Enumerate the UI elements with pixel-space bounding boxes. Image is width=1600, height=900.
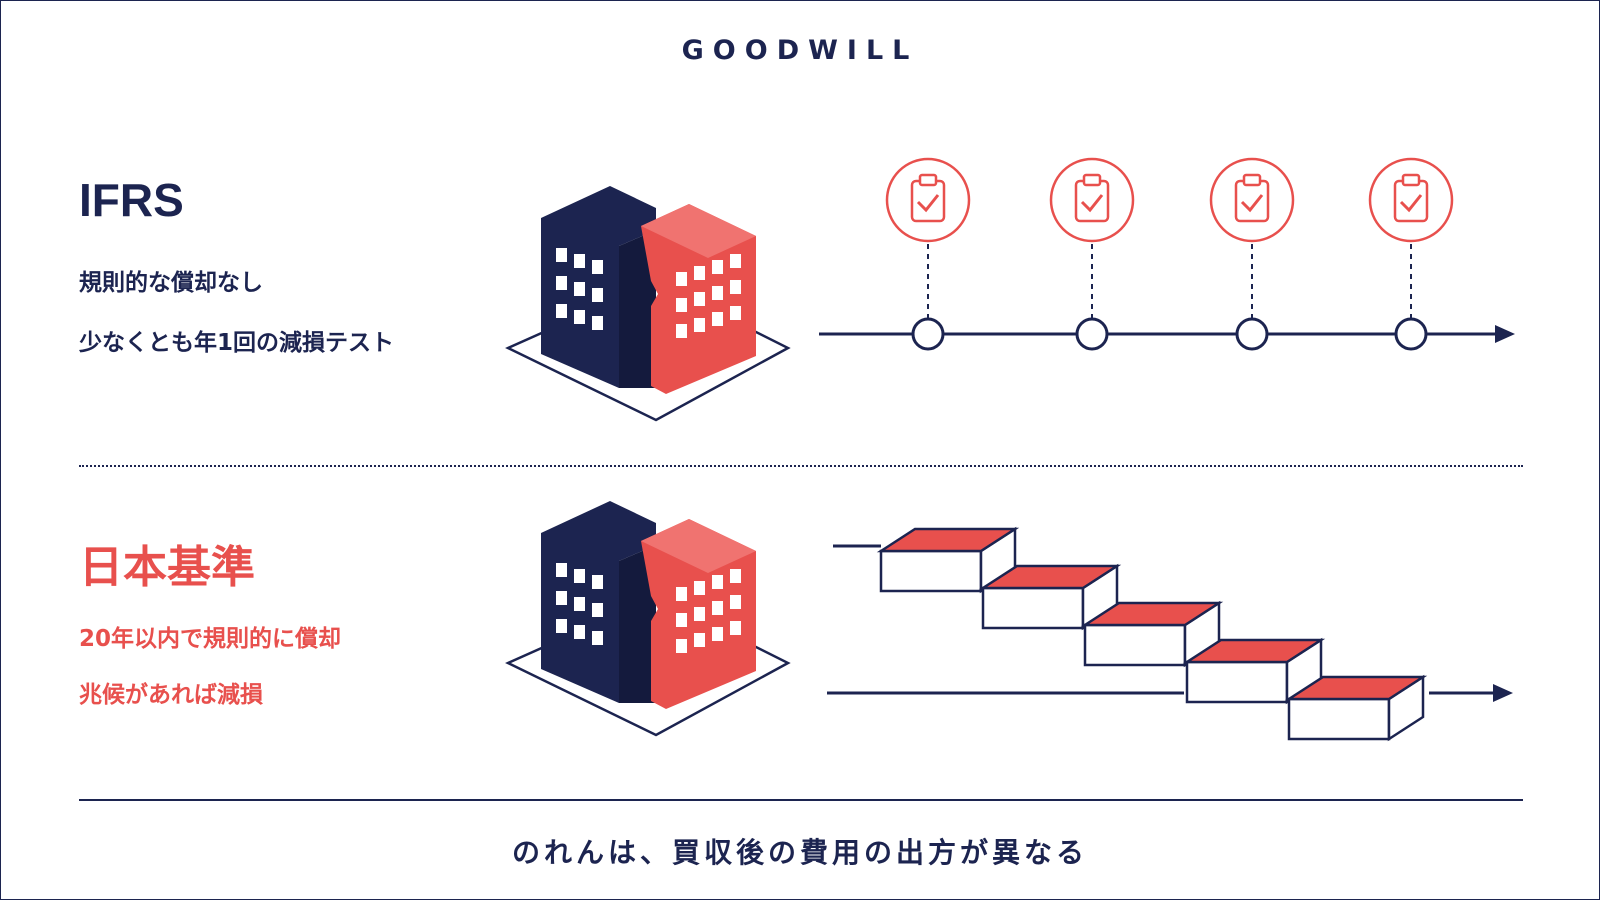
- step-top: [978, 564, 1122, 590]
- amortization-staircase: [827, 526, 1513, 742]
- step-front: [1185, 660, 1289, 704]
- step-top: [876, 527, 1020, 553]
- ifrs-line-impairment: 少なくとも年1回の減損テスト: [79, 330, 395, 356]
- test-checkpoint: [1209, 157, 1295, 351]
- step-top: [1182, 638, 1326, 664]
- step-front: [1287, 697, 1391, 741]
- footer-divider: [79, 799, 1523, 801]
- step-front: [1083, 623, 1187, 667]
- step-front: [981, 586, 1085, 630]
- step-front: [879, 549, 983, 593]
- jgaap-line-impairment: 兆候があれば減損: [79, 682, 263, 708]
- staircase-steps: [876, 526, 1428, 742]
- section-divider: [79, 465, 1523, 467]
- ifrs-heading: IFRS: [79, 174, 184, 226]
- impairment-test-timeline: [819, 157, 1515, 351]
- test-checkpoint: [1368, 157, 1454, 351]
- merged-building-icon: [505, 501, 791, 737]
- test-checkpoint: [1049, 157, 1135, 351]
- conclusion-text: のれんは、買収後の費用の出方が異なる: [511, 836, 1088, 869]
- test-checkpoint: [885, 157, 971, 351]
- jgaap-heading: 日本基準: [79, 542, 255, 593]
- merged-building-icon: [505, 186, 791, 422]
- ifrs-line-amortization: 規則的な償却なし: [79, 270, 263, 296]
- step-top: [1080, 601, 1224, 627]
- step-top: [1284, 675, 1428, 701]
- jgaap-line-amortization: 20年以内で規則的に償却: [79, 626, 342, 652]
- page-title: GOODWILL: [681, 35, 919, 66]
